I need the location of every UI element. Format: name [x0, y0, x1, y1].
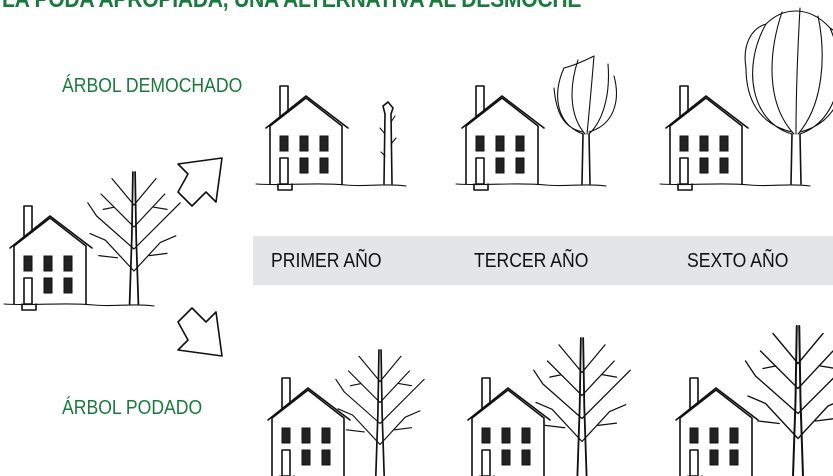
pruned-year-1 — [267, 349, 425, 476]
arrow-up-right-icon — [177, 157, 223, 207]
year-label-first: PRIMER AÑO — [271, 250, 382, 272]
topped-year-1 — [255, 85, 407, 191]
topped-year-6 — [659, 7, 833, 191]
timeline-band — [253, 236, 833, 285]
year-label-third: TERCER AÑO — [474, 250, 589, 272]
original-scene — [3, 171, 182, 311]
original-tree — [86, 171, 182, 305]
topped-tree-label: ÁRBOL DEMOCHADO — [62, 75, 243, 97]
pruned-year-3 — [467, 337, 632, 476]
original-house — [9, 205, 93, 311]
pruned-year-6 — [675, 325, 833, 476]
year-label-sixth: SEXTO AÑO — [687, 250, 789, 272]
topped-year-3 — [455, 55, 618, 191]
diagram-title: LA PODA APROPIADA, UNA ALTERNATIVA AL DE… — [2, 0, 581, 14]
pruned-tree-label: ÁRBOL PODADO — [62, 397, 203, 419]
arrow-down-right-icon — [177, 307, 223, 357]
